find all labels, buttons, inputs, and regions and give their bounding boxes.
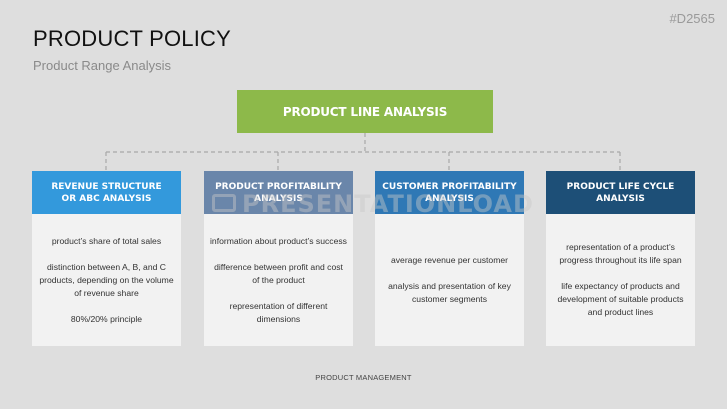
column-header: PRODUCT PROFITABILITY ANALYSIS bbox=[204, 171, 353, 214]
column-body: average revenue per customer analysis an… bbox=[375, 214, 524, 346]
column-item: representation of a product’s progress t… bbox=[559, 242, 682, 265]
column-item: representation of different dimensions bbox=[229, 300, 328, 324]
column-customer-profitability: CUSTOMER PROFITABILITY ANALYSIS average … bbox=[375, 171, 524, 346]
column-item: life expectancy of products and developm… bbox=[557, 281, 684, 317]
column-item: average revenue per customer bbox=[390, 255, 509, 265]
column-body: representation of a product’s progress t… bbox=[546, 214, 695, 346]
slide-code: #D2565 bbox=[669, 11, 715, 26]
column-body: product’s share of total sales distincti… bbox=[32, 214, 181, 346]
footer-label: PRODUCT MANAGEMENT bbox=[315, 373, 412, 382]
column-revenue-structure: REVENUE STRUCTURE OR ABC ANALYSIS produc… bbox=[32, 171, 181, 346]
column-item: product’s share of total sales bbox=[51, 235, 162, 246]
column-product-life-cycle: PRODUCT LIFE CYCLE ANALYSIS representati… bbox=[546, 171, 695, 346]
column-item: analysis and presentation of key custome… bbox=[388, 281, 511, 304]
root-node: PRODUCT LINE ANALYSIS bbox=[237, 90, 493, 133]
column-item: difference between profit and cost of th… bbox=[214, 261, 343, 285]
column-header: CUSTOMER PROFITABILITY ANALYSIS bbox=[375, 171, 524, 214]
page-title: PRODUCT POLICY bbox=[33, 26, 231, 51]
column-product-profitability: PRODUCT PROFITABILITY ANALYSIS informati… bbox=[204, 171, 353, 346]
column-header: REVENUE STRUCTURE OR ABC ANALYSIS bbox=[32, 171, 181, 214]
column-item: information about product’s success bbox=[210, 235, 347, 246]
column-header: PRODUCT LIFE CYCLE ANALYSIS bbox=[546, 171, 695, 214]
column-body: information about product’s success diff… bbox=[204, 214, 353, 346]
column-item: 80%/20% principle bbox=[70, 313, 143, 324]
watermark-logo-icon bbox=[212, 194, 236, 212]
page-subtitle: Product Range Analysis bbox=[33, 58, 172, 73]
column-item: distinction between A, B, and C products… bbox=[39, 261, 174, 298]
